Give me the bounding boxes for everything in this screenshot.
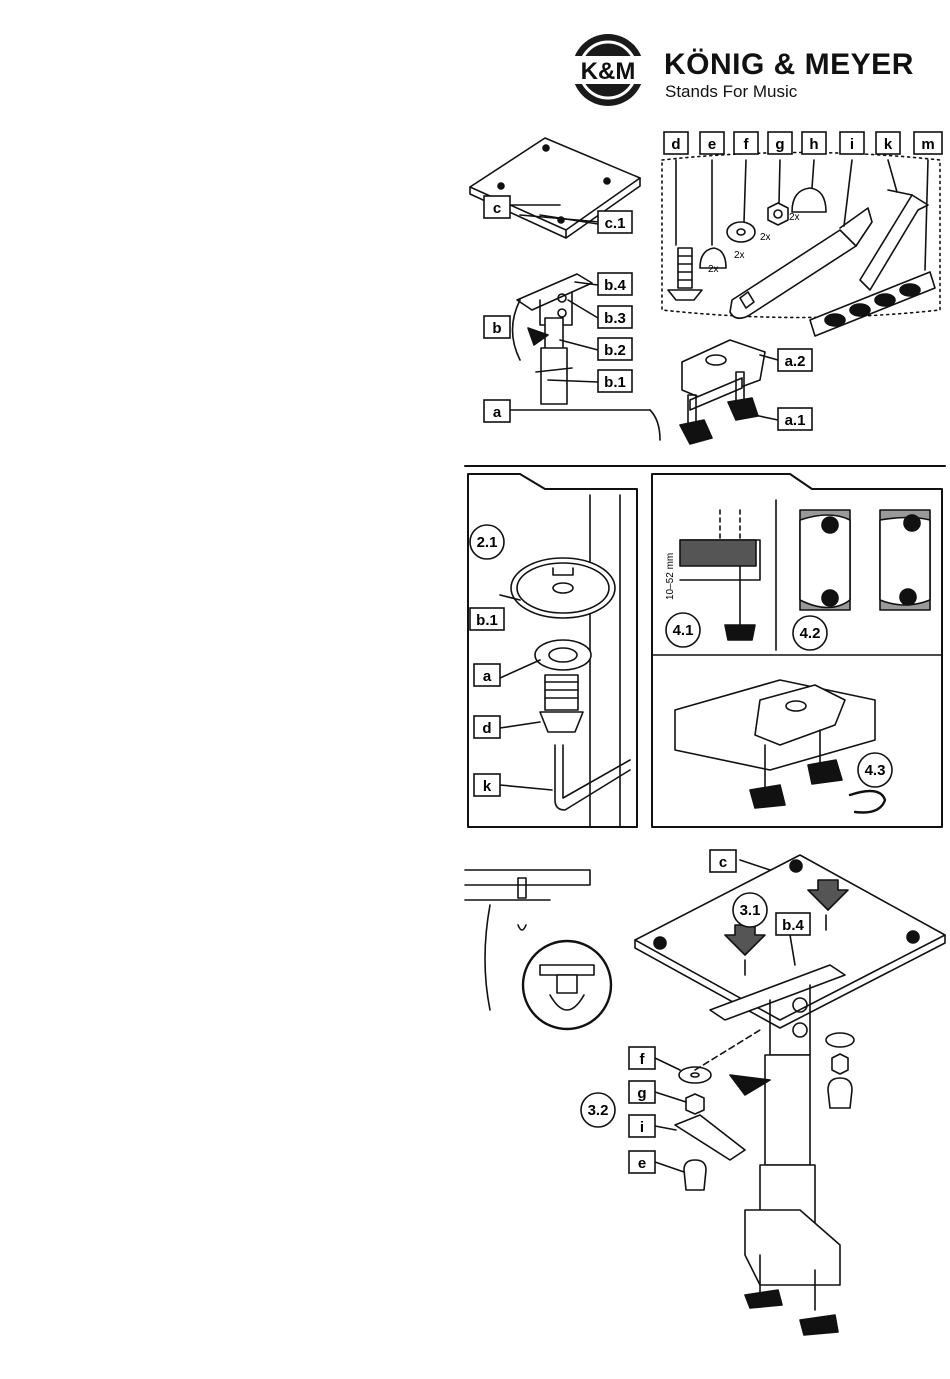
label-b1-panel: b.1 — [470, 608, 504, 630]
label-g-final: g — [629, 1081, 655, 1103]
step-3-2-badge: 3.2 — [581, 1093, 615, 1127]
final-assembly — [465, 855, 945, 1335]
label-b1: b.1 — [598, 370, 632, 392]
parts-overview — [470, 138, 940, 444]
label-h-text: h — [809, 136, 818, 153]
label-c: c — [484, 196, 510, 218]
label-f-text: f — [744, 136, 750, 153]
label-c1-text: c.1 — [605, 215, 626, 232]
label-g-text: g — [775, 136, 784, 153]
label-b4: b.4 — [598, 273, 632, 295]
panel-step-2-1 — [468, 474, 637, 827]
km-emblem-icon: K&M — [570, 34, 646, 106]
label-f: f — [734, 132, 758, 154]
label-a-text: a — [493, 404, 502, 421]
label-i-final: i — [629, 1115, 655, 1137]
label-e-final-text: e — [638, 1155, 646, 1172]
label-f-final: f — [629, 1047, 655, 1069]
label-m-text: m — [921, 136, 934, 153]
label-b: b — [484, 316, 510, 338]
brand-name: KÖNIG & MEYER — [664, 48, 914, 82]
step-2-1-text: 2.1 — [477, 534, 498, 551]
step-4-2-badge: 4.2 — [793, 616, 827, 650]
label-d-panel: d — [474, 716, 500, 738]
qty-g: 2x — [760, 232, 771, 243]
label-a1-text: a.1 — [785, 412, 806, 429]
label-e-final: e — [629, 1151, 655, 1173]
step-3-1-badge: 3.1 — [733, 893, 767, 927]
label-a: a — [484, 400, 510, 422]
label-i: i — [840, 132, 864, 154]
label-c-text: c — [493, 200, 501, 217]
step-4-3-text: 4.3 — [865, 762, 886, 779]
label-a-panel: a — [474, 664, 500, 686]
label-b4-text: b.4 — [604, 277, 626, 294]
label-h: h — [802, 132, 826, 154]
label-c-final: c — [710, 850, 736, 872]
step-2-1-badge: 2.1 — [470, 525, 504, 559]
label-b3: b.3 — [598, 306, 632, 328]
label-k-panel: k — [474, 774, 500, 796]
brand-tagline: Stands For Music — [665, 82, 797, 102]
qty-f: 2x — [734, 250, 745, 261]
step-3-1-text: 3.1 — [740, 902, 761, 919]
label-f-final-text: f — [640, 1051, 646, 1068]
label-a2-text: a.2 — [785, 353, 806, 370]
label-m: m — [914, 132, 942, 154]
label-d-text: d — [671, 136, 680, 153]
label-a1: a.1 — [778, 408, 812, 430]
label-b2: b.2 — [598, 338, 632, 360]
label-k-text: k — [884, 136, 893, 153]
clamp-range-label: 10–52 mm — [665, 553, 676, 600]
label-e: e — [700, 132, 724, 154]
step-4-3-badge: 4.3 — [858, 753, 892, 787]
label-g: g — [768, 132, 792, 154]
label-a2: a.2 — [778, 349, 812, 371]
step-4-2-text: 4.2 — [800, 625, 821, 642]
label-b1-text: b.1 — [604, 374, 626, 391]
label-a-panel-text: a — [483, 668, 492, 685]
step-4-1-text: 4.1 — [673, 622, 694, 639]
label-c-final-text: c — [719, 854, 727, 871]
label-i-final-text: i — [640, 1119, 644, 1136]
label-b-text: b — [492, 320, 501, 337]
label-b4-final: b.4 — [776, 913, 810, 935]
qty-h: 2x — [789, 212, 800, 223]
label-b2-text: b.2 — [604, 342, 626, 359]
step-4-1-badge: 4.1 — [666, 613, 700, 647]
label-d: d — [664, 132, 688, 154]
label-b4-final-text: b.4 — [782, 917, 804, 934]
label-b3-text: b.3 — [604, 310, 626, 327]
label-c1: c.1 — [598, 211, 632, 233]
label-i-text: i — [850, 136, 854, 153]
label-e-text: e — [708, 136, 716, 153]
step-3-2-text: 3.2 — [588, 1102, 609, 1119]
label-g-final-text: g — [637, 1085, 646, 1102]
label-d-panel-text: d — [482, 720, 491, 737]
label-k-panel-text: k — [483, 778, 492, 795]
label-k: k — [876, 132, 900, 154]
panel-step-4 — [652, 474, 942, 827]
qty-e: 2x — [708, 264, 719, 275]
emblem-text: K&M — [581, 58, 636, 85]
label-b1-panel-text: b.1 — [476, 612, 498, 629]
part-labels: c c.1 b.4 b b.3 b.2 b.1 a — [470, 132, 942, 1173]
